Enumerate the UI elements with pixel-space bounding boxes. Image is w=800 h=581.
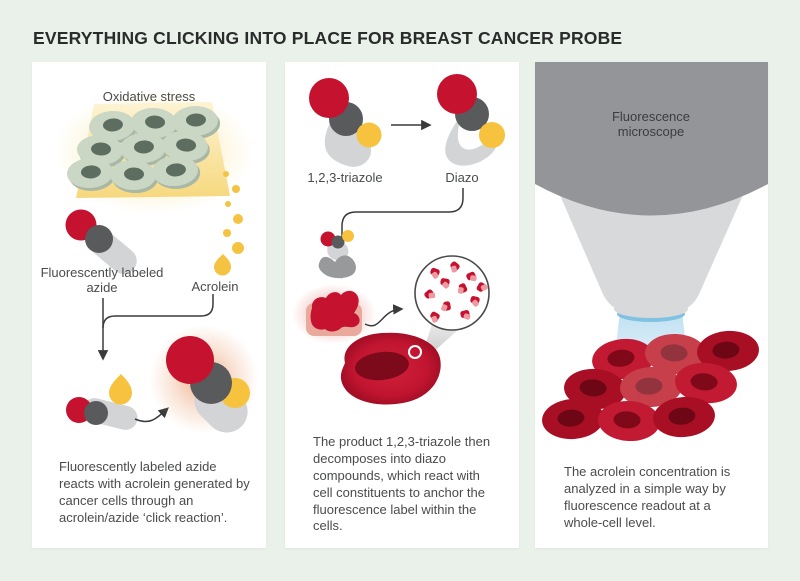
cell-constituent bbox=[318, 255, 356, 279]
oxidative-stress-label: Oxidative stress bbox=[102, 89, 196, 104]
cone-tip bbox=[614, 300, 688, 318]
decomposition-illustration bbox=[292, 74, 505, 405]
diazo-label: Diazo bbox=[445, 170, 479, 185]
sample-spot-ring bbox=[408, 345, 422, 359]
diazo-compound-small bbox=[320, 230, 354, 261]
anchored-compound bbox=[310, 290, 360, 332]
merge-bracket bbox=[97, 294, 214, 361]
page-title: EVERYTHING CLICKING INTO PLACE FOR BREAS… bbox=[33, 28, 623, 48]
acrolein-droplets bbox=[214, 171, 244, 276]
cell-cluster bbox=[542, 330, 759, 442]
panel-readout: Fluorescence microscope The acrolein con… bbox=[535, 62, 768, 548]
microscope-illustration bbox=[535, 62, 768, 442]
click-product-molecule bbox=[166, 336, 250, 433]
panel3-caption: The acrolein concentration is analyzed i… bbox=[564, 464, 731, 530]
magnified-diazo-compounds bbox=[424, 261, 488, 323]
panel-decomposition: 1,2,3-triazole Diazo The product 1,2,3-t… bbox=[285, 62, 519, 548]
panel1-caption: Fluorescently labeled azide reacts with … bbox=[59, 459, 250, 525]
pathway-connector bbox=[336, 188, 464, 279]
triazole-label: 1,2,3-triazole bbox=[307, 170, 383, 185]
microscope-label: Fluorescence microscope bbox=[611, 109, 691, 140]
objective-cone bbox=[556, 186, 747, 317]
panel-click-reaction: Oxidative stress Fluorescently labeled a… bbox=[32, 62, 266, 548]
acrolein-label: Acrolein bbox=[191, 279, 239, 294]
panel2-caption: The product 1,2,3-triazole then decompos… bbox=[313, 434, 491, 534]
azide-molecule bbox=[65, 209, 137, 274]
azide-acrolein-reactants bbox=[66, 374, 138, 430]
stressed-cancer-cells bbox=[67, 105, 221, 194]
cancer-cell bbox=[340, 332, 441, 405]
microscope-head bbox=[535, 62, 768, 216]
zoom-arrow bbox=[364, 304, 404, 327]
diazo-molecule bbox=[437, 74, 505, 166]
triazole-molecule bbox=[309, 78, 382, 167]
click-reaction-illustration bbox=[54, 90, 258, 433]
azide-label: Fluorescently labeled azide bbox=[40, 265, 164, 296]
